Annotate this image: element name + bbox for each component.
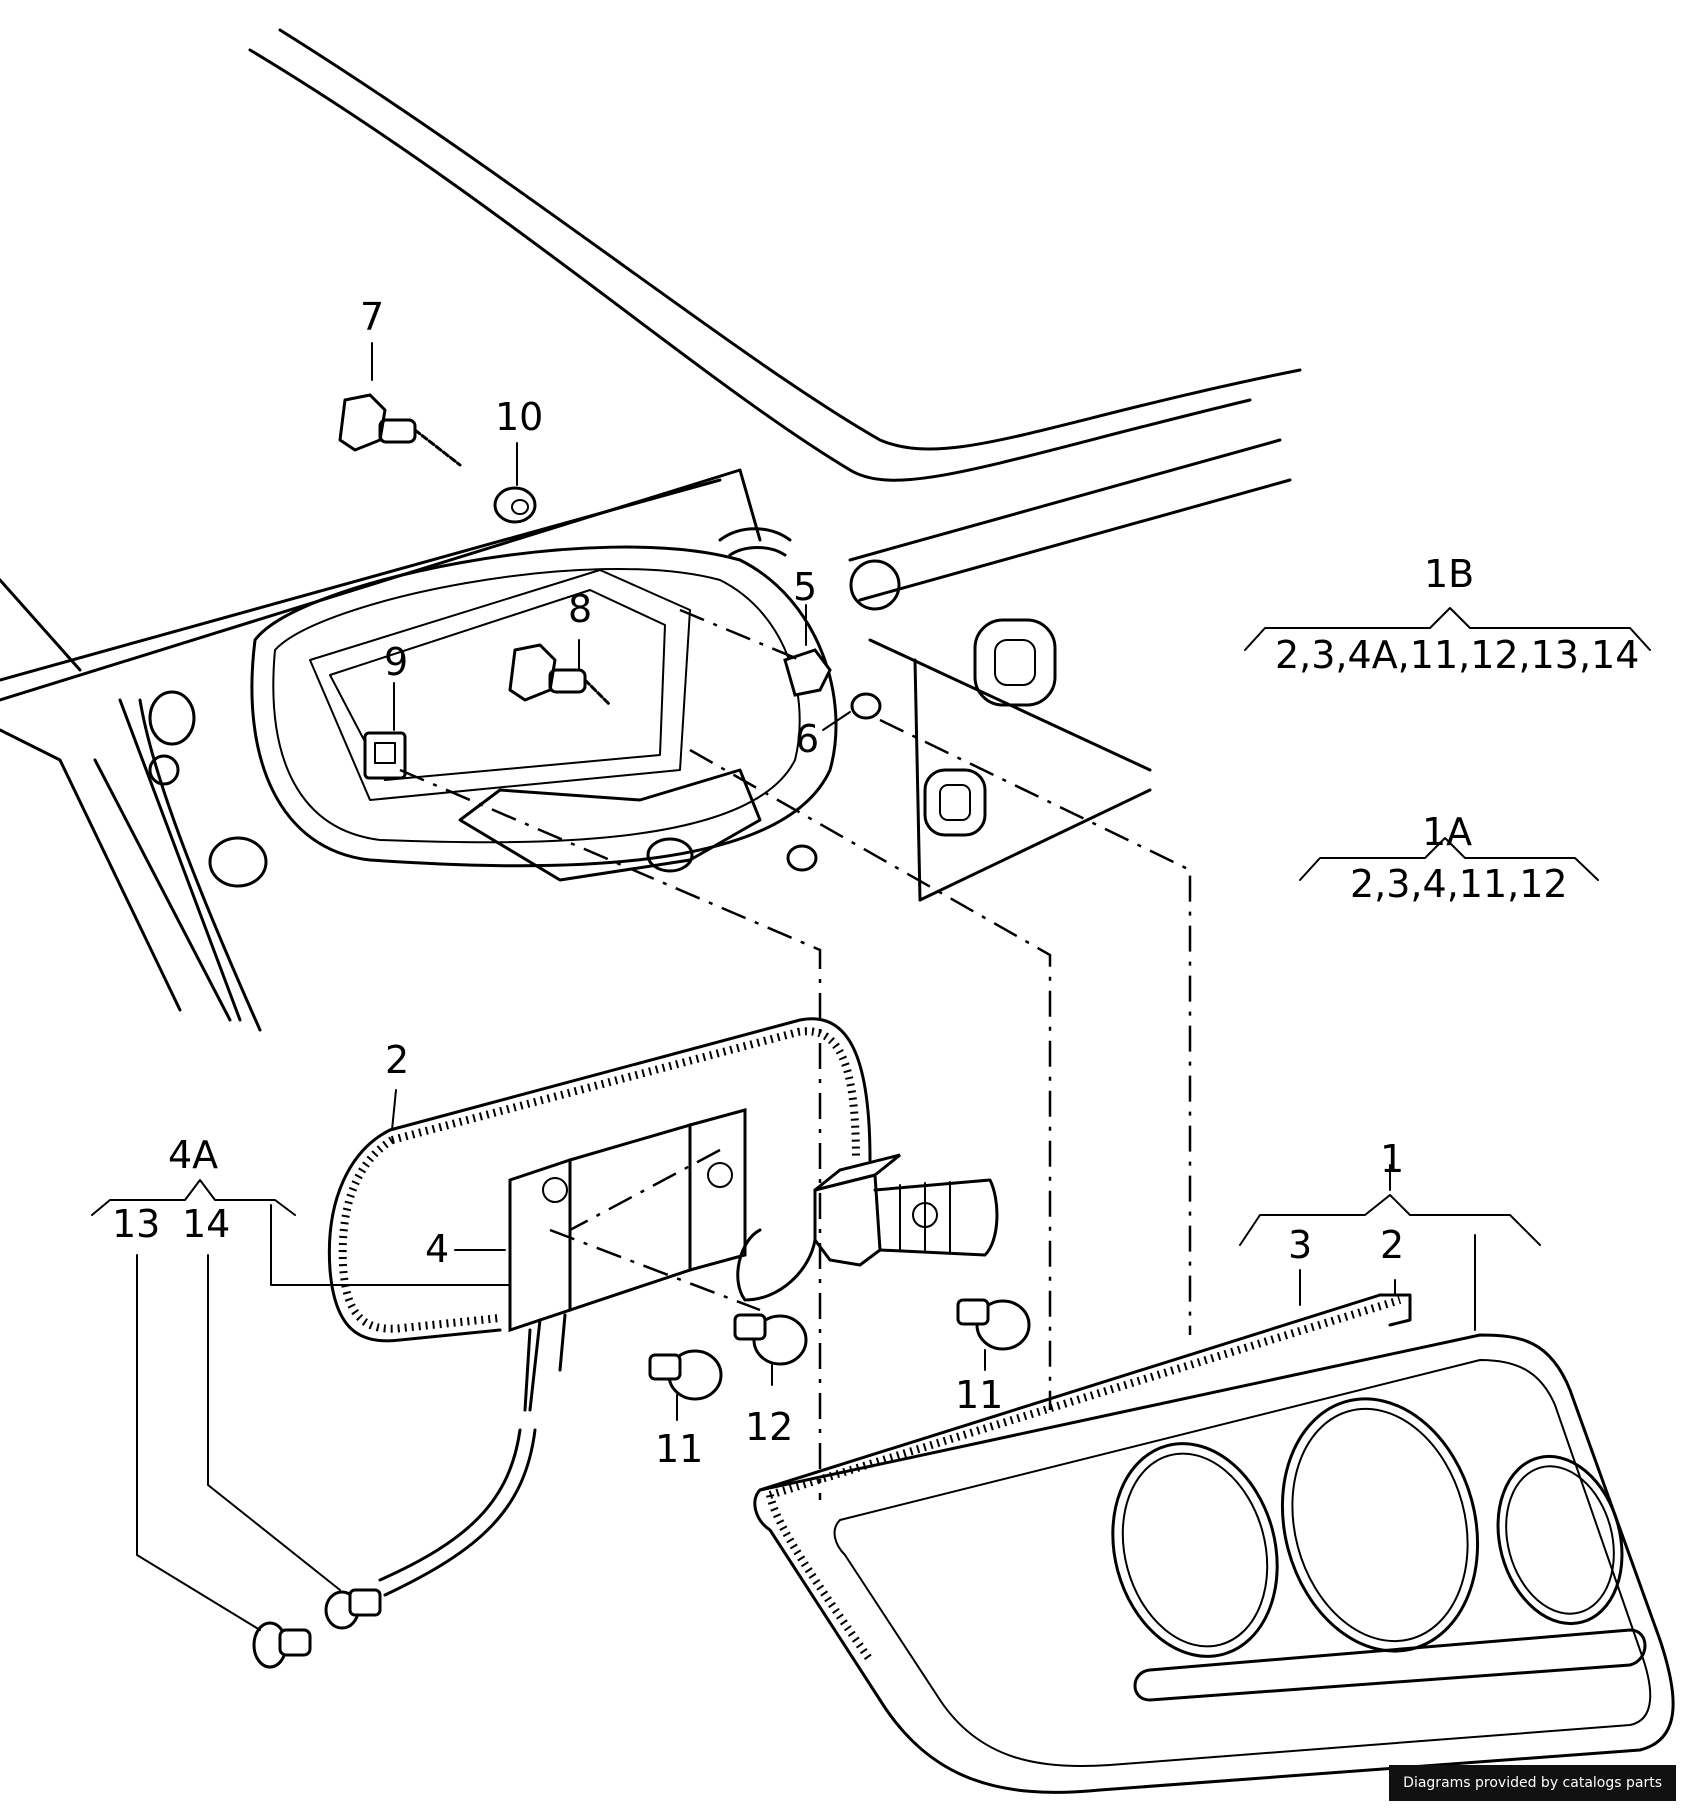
- callout-12: 12: [745, 1405, 793, 1449]
- callout-14: 14: [182, 1202, 230, 1246]
- bulb-11-right: [956, 1298, 1031, 1351]
- callouts: 7 10 5 8 9 6 2 4 4A 13 14 11 12 11 1 3 2: [112, 295, 1404, 1471]
- group-1A-parts: 2,3,4,11,12: [1350, 862, 1568, 906]
- callout-8: 8: [568, 587, 592, 631]
- group-labels: 1B 2,3,4A,11,12,13,14 1A 2,3,4,11,12: [1275, 552, 1639, 906]
- callout-4A: 4A: [168, 1133, 218, 1177]
- callout-7: 7: [360, 295, 384, 339]
- screw-8: [508, 643, 612, 707]
- group-1A-title: 1A: [1422, 810, 1472, 854]
- screw-7: [338, 393, 462, 467]
- bulb-11-left: [648, 1349, 723, 1401]
- callout-1: 1: [1380, 1137, 1404, 1181]
- wire-harness-4A: [324, 1328, 537, 1630]
- vehicle-body: [0, 28, 1302, 1032]
- callout-9: 9: [384, 640, 408, 684]
- callout-13: 13: [112, 1202, 160, 1246]
- group-1B-title: 1B: [1424, 552, 1474, 596]
- leader-lines: [136, 342, 1476, 1631]
- callout-4: 4: [425, 1227, 449, 1271]
- washer-6: [786, 692, 882, 872]
- group-brackets: [91, 607, 1651, 1246]
- bulb-13: [252, 1621, 312, 1669]
- tail-lamp-1: [753, 1293, 1675, 1794]
- callout-6: 6: [795, 717, 819, 761]
- callout-2-upper: 2: [385, 1038, 409, 1082]
- callout-3: 3: [1288, 1223, 1312, 1267]
- callout-11-right: 11: [955, 1373, 1003, 1417]
- nut-10: [493, 486, 537, 524]
- diagram-credit: Diagrams provided by catalogs parts: [1389, 1765, 1676, 1801]
- gasket-2: [327, 1017, 872, 1343]
- callout-10: 10: [495, 395, 543, 439]
- clip-9: [363, 731, 407, 780]
- callout-11-left: 11: [655, 1427, 703, 1471]
- assembly-lines: [399, 608, 1192, 1500]
- bulb-12: [733, 1313, 808, 1366]
- clip-5: [783, 648, 832, 697]
- callout-2-lower: 2: [1380, 1223, 1404, 1267]
- callout-5: 5: [793, 565, 817, 609]
- bulb-carrier-4: [508, 1108, 999, 1412]
- group-1B-parts: 2,3,4A,11,12,13,14: [1275, 633, 1639, 677]
